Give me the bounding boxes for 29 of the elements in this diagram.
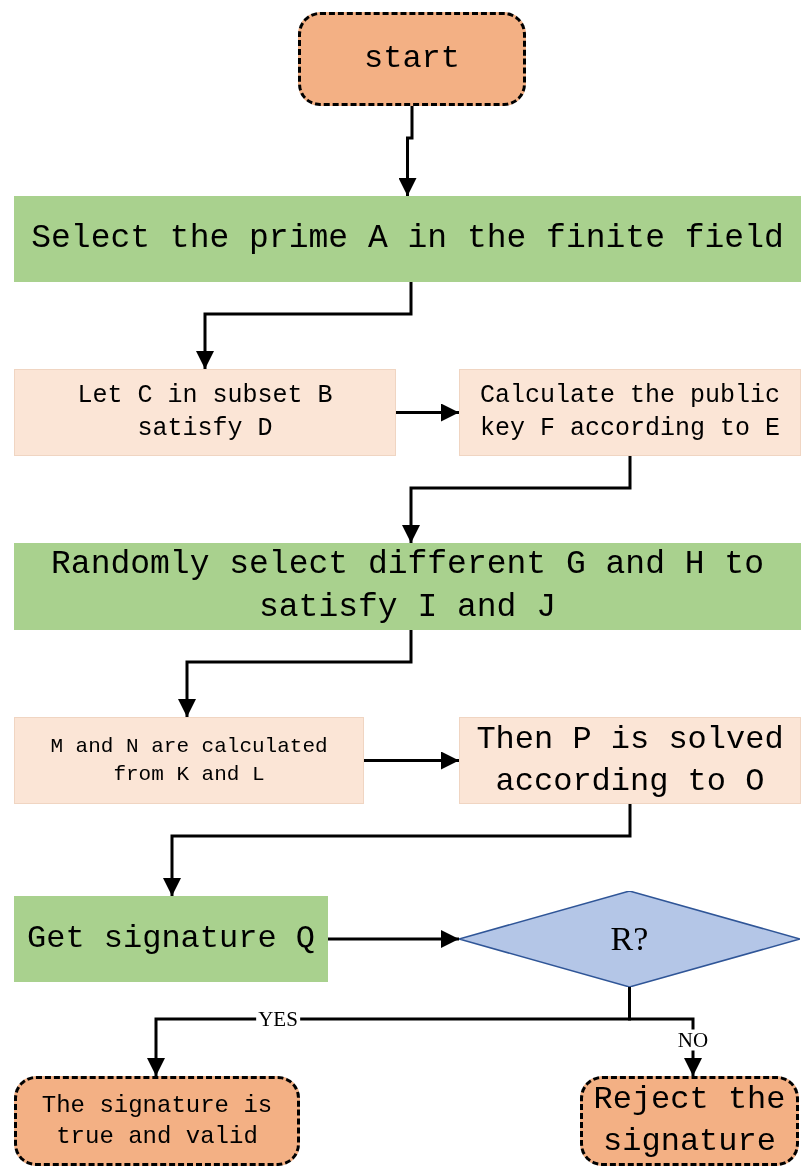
node-label: start [363, 39, 461, 80]
end-terminal [580, 1076, 799, 1166]
process-box [14, 369, 396, 456]
node-label: Reject the signature [592, 1080, 787, 1162]
node-label: R? [609, 918, 650, 959]
arrow [364, 751, 459, 770]
process-box [459, 369, 801, 456]
node-label: Let C in subset B satisfy D [76, 380, 334, 445]
process-box [14, 717, 364, 804]
arrow [396, 403, 459, 422]
node-label: Get signature Q [25, 919, 316, 960]
end-terminal [14, 1076, 300, 1166]
process-box [14, 196, 801, 282]
node-label: Then P is solved according to O [475, 719, 785, 802]
arrow [196, 282, 413, 369]
node-label: M and N are calculated from K and L [49, 734, 329, 788]
arrow [402, 456, 632, 543]
node-label: The signature is true and valid [40, 1090, 274, 1152]
process-box [14, 896, 328, 982]
arrow [398, 106, 417, 196]
node-label: Select the prime A in the finite field [30, 218, 785, 259]
arrow [328, 930, 459, 948]
arrow [178, 630, 413, 717]
decision-diamond [459, 891, 800, 987]
arrow [163, 804, 632, 896]
start-terminal [298, 12, 526, 106]
edge-label: NO [675, 1029, 711, 1051]
node-label: Randomly select different G and H to satisfy I and J [50, 544, 765, 628]
node-label: Calculate the public key F according to E [478, 380, 782, 445]
